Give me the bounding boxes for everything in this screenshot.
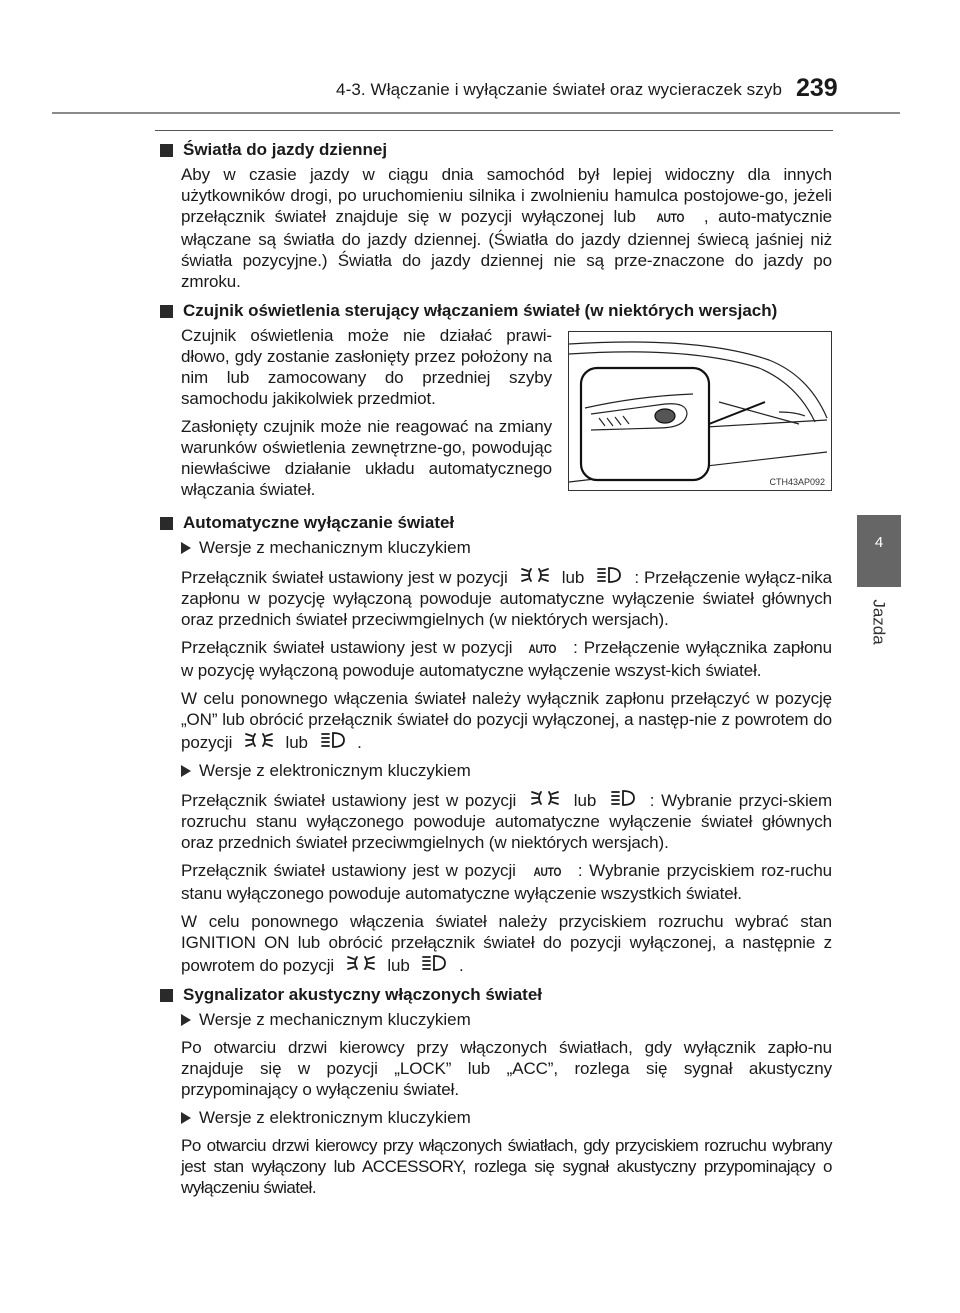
triangle-bullet-icon — [181, 1014, 191, 1026]
paragraph-text: lub — [561, 568, 585, 587]
auto-mode-icon: AUTO — [656, 211, 684, 225]
chapter-tab: 4 — [857, 515, 901, 587]
light-sensor-illustration: CTH43AP092 — [568, 331, 832, 491]
paragraph-text: Przełącznik świateł ustawiony jest w poz… — [181, 568, 508, 587]
triangle-bullet-icon — [181, 542, 191, 554]
parking-light-icon — [520, 565, 550, 585]
paragraph-text: Przełącznik świateł ustawiony jest w poz… — [181, 638, 513, 657]
paragraph-text: Aby w czasie jazdy w ciągu dnia samochód… — [181, 165, 832, 226]
square-bullet-icon — [160, 988, 173, 1002]
square-bullet-icon — [160, 516, 173, 530]
chapter-tab-number: 4 — [874, 534, 884, 551]
version-label-text: Wersje z mechanicznym kluczykiem — [199, 1010, 471, 1029]
paragraph-text: lub — [573, 791, 597, 810]
section-heading-text: Światła do jazdy dziennej — [183, 140, 388, 159]
paragraph-text: Przełącznik świateł ustawiony jest w poz… — [181, 861, 516, 880]
square-bullet-icon — [160, 304, 173, 318]
chapter-tab-label: Jazda — [870, 599, 889, 645]
parking-light-icon — [530, 788, 560, 808]
section-heading-text: Sygnalizator akustyczny włączonych świat… — [183, 985, 543, 1004]
chapter-tab-label-wrap: Jazda — [857, 592, 901, 652]
auto-off-elec-paragraph-1: Przełącznik świateł ustawiony jest w poz… — [181, 788, 832, 853]
section-heading-text: Automatyczne wyłączanie świateł — [183, 513, 455, 532]
version-label-text: Wersje z mechanicznym kluczykiem — [199, 538, 471, 557]
version-label-electronic-key: Wersje z elektronicznym kluczykiem — [181, 1107, 832, 1129]
headlight-icon — [610, 788, 636, 808]
section-heading-text: Czujnik oświetlenia sterujący włączaniem… — [183, 301, 778, 320]
paragraph-text: lub — [387, 956, 410, 975]
sensor-paragraph-1: Czujnik oświetlenia może nie działać pra… — [181, 326, 552, 408]
paragraph-text: , auto-matycznie włączane są światła do … — [181, 207, 833, 291]
figure-code: CTH43AP092 — [769, 477, 825, 487]
version-label-electronic-key: Wersje z elektronicznym kluczykiem — [181, 760, 832, 782]
sensor-paragraph-2: Zasłonięty czujnik może nie reagować na … — [181, 417, 552, 499]
paragraph-text: : Wybranie przyci-skiem rozruchu stanu w… — [181, 791, 833, 852]
auto-off-elec-paragraph-2: Przełącznik świateł ustawiony jest w poz… — [181, 860, 832, 904]
daytime-lights-paragraph: Aby w czasie jazdy w ciągu dnia samochód… — [181, 164, 832, 292]
page-content: Światła do jazdy dziennej Aby w czasie j… — [160, 138, 833, 1205]
auto-mode-icon: AUTO — [528, 642, 557, 656]
buzzer-elec-paragraph: Po otwarciu drzwi kierowcy przy włączony… — [181, 1136, 833, 1197]
section-heading-daytime-lights: Światła do jazdy dziennej — [160, 138, 832, 162]
section-heading-light-sensor: Czujnik oświetlenia sterujący włączaniem… — [160, 299, 832, 323]
headlight-icon — [421, 953, 447, 973]
paragraph-text: W celu ponownego włączenia świateł należ… — [181, 912, 832, 975]
paragraph-text: : Przełączenie wyłącznika zapłonu w pozy… — [181, 638, 833, 680]
version-label-mechanical-key: Wersje z mechanicznym kluczykiem — [181, 1009, 832, 1031]
paragraph-text: . — [357, 733, 362, 752]
windshield-sensor-drawing — [568, 341, 828, 483]
paragraph-text: . — [458, 956, 464, 975]
triangle-bullet-icon — [181, 1112, 191, 1124]
square-bullet-icon — [160, 143, 173, 157]
auto-off-elec-paragraph-3: W celu ponownego włączenia świateł należ… — [181, 911, 832, 976]
headlight-icon — [596, 565, 622, 585]
section-heading-buzzer: Sygnalizator akustyczny włączonych świat… — [160, 983, 832, 1007]
auto-mode-icon: AUTO — [532, 865, 561, 879]
version-label-text: Wersje z elektronicznym kluczykiem — [199, 1108, 471, 1127]
header-divider — [52, 112, 900, 114]
paragraph-text: Przełącznik świateł ustawiony jest w poz… — [181, 791, 517, 810]
sensor-text-column: Czujnik oświetlenia może nie działać pra… — [181, 325, 552, 507]
auto-off-mech-paragraph-3: W celu ponownego włączenia świateł należ… — [181, 688, 832, 753]
parking-light-icon — [244, 730, 274, 750]
auto-off-mech-paragraph-1: Przełącznik świateł ustawiony jest w poz… — [181, 565, 832, 630]
chapter-title: 4-3. Włączanie i wyłączanie świateł oraz… — [336, 80, 782, 99]
paragraph-text: lub — [285, 733, 308, 752]
version-label-text: Wersje z elektronicznym kluczykiem — [199, 761, 471, 780]
parking-light-icon — [346, 953, 376, 973]
paragraph-text: : Przełączenie wyłącz-nika zapłonu w poz… — [181, 568, 832, 629]
sensor-block: Czujnik oświetlenia może nie działać pra… — [181, 325, 832, 507]
auto-off-mech-paragraph-2: Przełącznik świateł ustawiony jest w poz… — [181, 637, 832, 681]
paragraph-text: W celu ponownego włączenia świateł należ… — [181, 689, 832, 752]
page-number: 239 — [796, 74, 838, 102]
headlight-icon — [320, 730, 346, 750]
buzzer-mech-paragraph: Po otwarciu drzwi kierowcy przy włączony… — [181, 1038, 832, 1099]
paragraph-text: : Wybranie przyciskiem roz-ruchu stanu w… — [181, 861, 833, 903]
triangle-bullet-icon — [181, 765, 191, 777]
section-heading-auto-off: Automatyczne wyłączanie świateł — [160, 511, 832, 535]
version-label-mechanical-key: Wersje z mechanicznym kluczykiem — [181, 537, 832, 559]
content-top-divider — [155, 130, 833, 131]
